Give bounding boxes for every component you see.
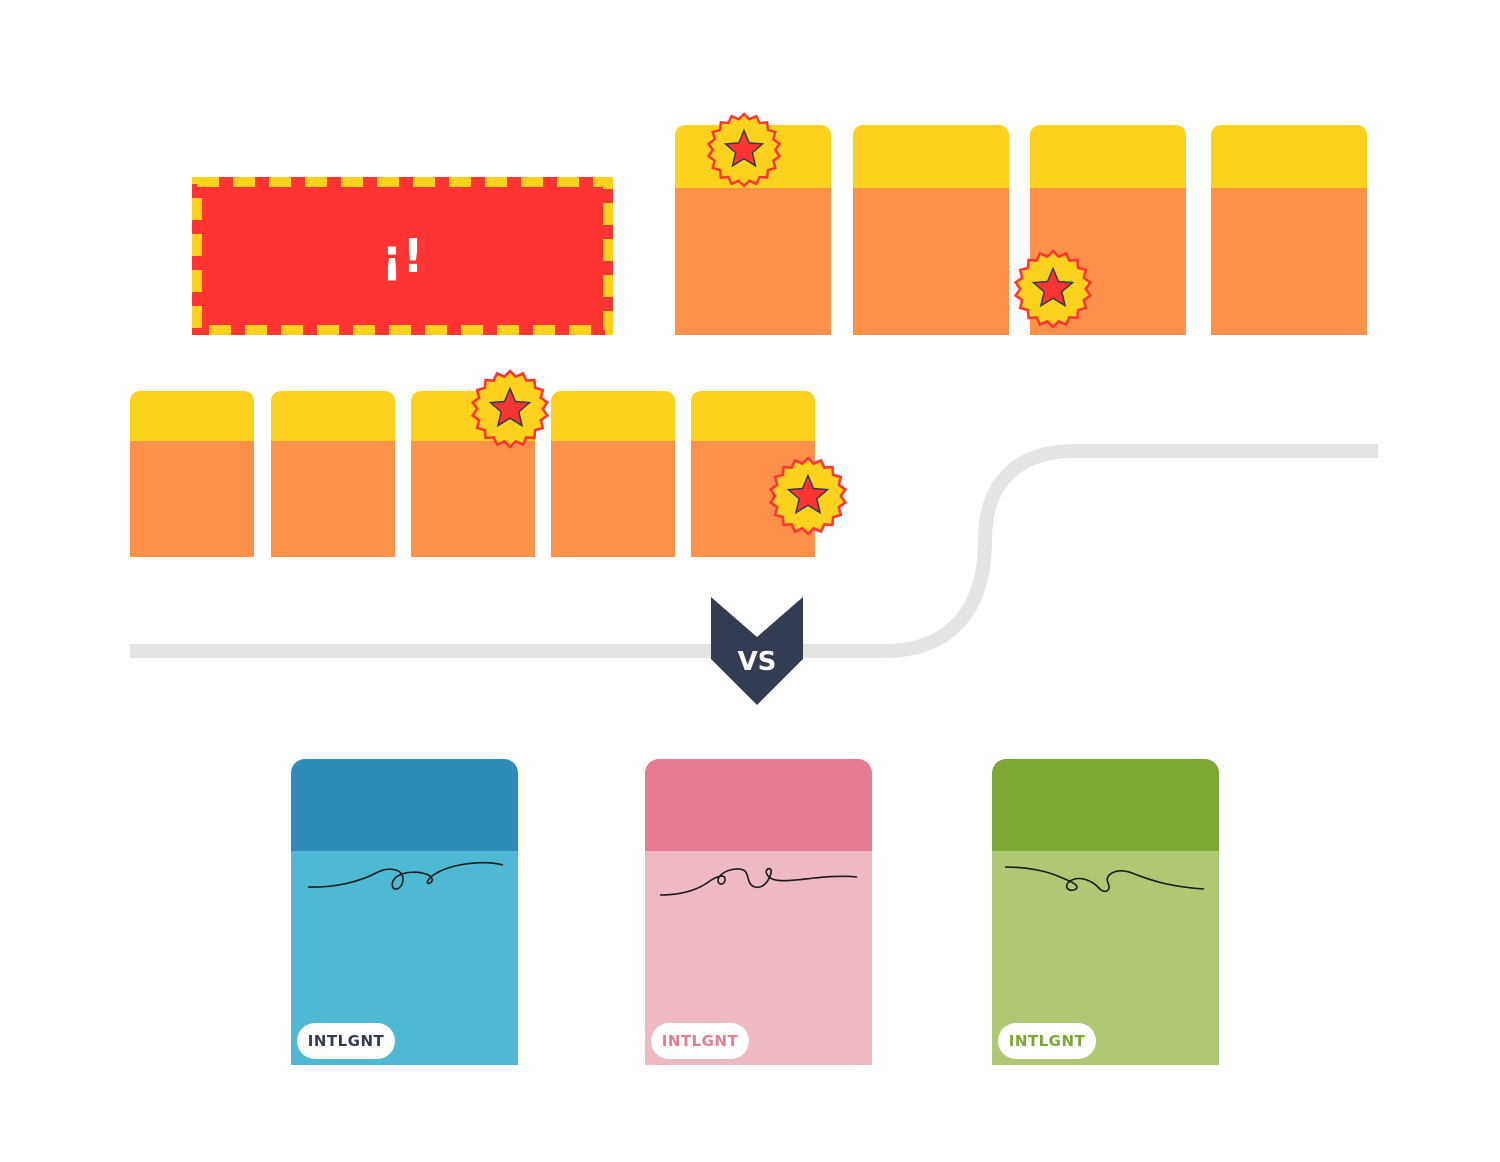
box-top-4 <box>1211 125 1367 335</box>
product-card-pink: INTLGNT <box>645 759 872 1065</box>
signature-squiggle-icon <box>307 861 504 890</box>
box-mid-3 <box>411 391 535 557</box>
box-top-2 <box>853 125 1009 335</box>
star-badge-icon <box>1013 249 1093 329</box>
box-mid-4 <box>551 391 675 557</box>
product-lid <box>291 759 518 851</box>
star-badge-icon <box>706 112 782 188</box>
vs-badge: VS <box>711 597 803 705</box>
box-mid-1 <box>130 391 254 557</box>
star-badge-icon <box>768 456 848 536</box>
product-card-green: INTLGNT <box>992 759 1219 1065</box>
brand-label: INTLGNT <box>998 1023 1096 1059</box>
signature-squiggle-icon <box>1004 866 1205 893</box>
product-card-blue: INTLGNT <box>291 759 518 1065</box>
signature-squiggle-icon <box>659 867 858 896</box>
product-lid <box>992 759 1219 851</box>
brand-label: INTLGNT <box>651 1023 749 1059</box>
brand-label: INTLGNT <box>297 1023 395 1059</box>
chevron-down-icon <box>711 597 803 705</box>
box-mid-2 <box>271 391 395 557</box>
vs-label: VS <box>737 647 777 677</box>
product-lid <box>645 759 872 851</box>
warning-label: ¡! <box>381 229 424 283</box>
star-badge-icon <box>470 369 550 449</box>
warning-sign: ¡! <box>192 177 613 335</box>
